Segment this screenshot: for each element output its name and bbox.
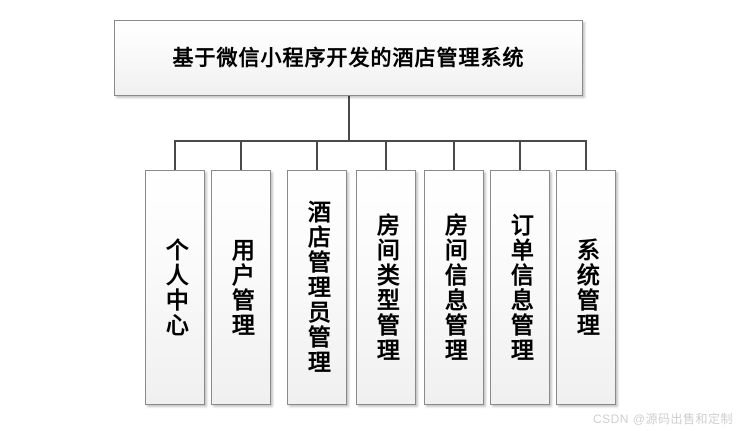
child-drop-line-6	[519, 140, 521, 171]
child-node-room-type-management: 房间类型管理	[356, 170, 416, 405]
child-drop-line-4	[385, 140, 387, 171]
child-node-personal-center: 个人中心	[145, 170, 205, 405]
child-drop-line-3	[316, 140, 318, 171]
root-node-label: 基于微信小程序开发的酒店管理系统	[172, 46, 525, 70]
child-node-label: 系统管理	[573, 237, 600, 338]
horizontal-bus-line	[174, 140, 587, 142]
child-node-room-info-management: 房间信息管理	[424, 170, 484, 405]
child-node-system-management: 系统管理	[556, 170, 616, 405]
child-node-user-management: 用户管理	[211, 170, 271, 405]
child-drop-line-5	[453, 140, 455, 171]
child-node-label: 个人中心	[162, 237, 189, 338]
child-node-label: 酒店管理员管理	[304, 200, 331, 375]
root-node-system-title: 基于微信小程序开发的酒店管理系统	[114, 20, 583, 96]
child-drop-line-7	[585, 140, 587, 171]
child-drop-line-1	[174, 140, 176, 171]
child-drop-line-2	[240, 140, 242, 171]
child-node-hotel-admin-management: 酒店管理员管理	[287, 170, 347, 405]
watermark-text: CSDN @源码出售和定制	[592, 412, 733, 426]
child-node-label: 用户管理	[228, 237, 255, 338]
child-node-label: 订单信息管理	[507, 212, 534, 363]
child-node-order-info-management: 订单信息管理	[490, 170, 550, 405]
root-stem-line	[348, 96, 350, 141]
child-node-label: 房间类型管理	[373, 212, 400, 363]
child-node-label: 房间信息管理	[441, 212, 468, 363]
